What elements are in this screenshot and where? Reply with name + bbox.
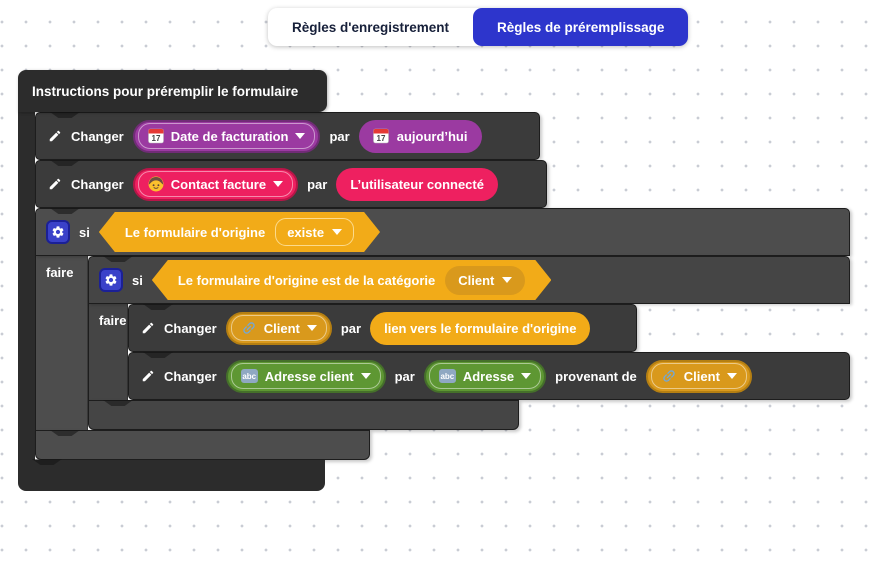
value-aujourdhui[interactable]: 17 aujourd’hui	[358, 119, 482, 153]
hat-block-spine	[18, 112, 35, 460]
if-inner-bottom	[88, 400, 519, 430]
block-if-inner[interactable]: si Le formulaire d'origine est de la cat…	[88, 256, 850, 430]
tab-bar: Règles d'enregistrement Règles de prérem…	[268, 8, 689, 46]
condition-categorie[interactable]: Le formulaire d'origine est de la catégo…	[152, 260, 552, 300]
link-icon	[241, 320, 257, 336]
condition-formulaire-existe[interactable]: Le formulaire d'origine existe	[99, 212, 380, 252]
chevron-down-icon	[273, 181, 284, 187]
dropdown-date-facturation[interactable]: 17 Date de facturation	[132, 119, 321, 153]
pencil-icon	[48, 129, 62, 143]
chevron-down-icon	[295, 133, 306, 139]
hat-block-bottom	[18, 460, 325, 491]
value-utilisateur-connecte[interactable]: L’utilisateur connecté	[336, 167, 498, 201]
pencil-icon	[141, 321, 155, 335]
dropdown-adresse[interactable]: abc Adresse	[423, 359, 547, 393]
par-label: par	[340, 320, 362, 336]
hat-block-title[interactable]: Instructions pour préremplir le formulai…	[18, 70, 327, 112]
abc-icon: abc	[438, 369, 456, 383]
svg-text:17: 17	[151, 134, 160, 143]
chevron-down-icon	[521, 373, 532, 379]
chevron-down-icon	[332, 229, 342, 235]
provenant-de-label: provenant de	[555, 368, 637, 384]
link-icon	[661, 368, 677, 384]
calendar-icon: 17	[372, 128, 389, 144]
svg-text:17: 17	[376, 134, 385, 143]
tab-regles-preremplissage[interactable]: Règles de préremplissage	[473, 8, 689, 46]
calendar-icon: 17	[147, 128, 164, 144]
chevron-down-icon	[306, 325, 317, 331]
par-label: par	[307, 176, 328, 192]
block-stack: Instructions pour préremplir le formulai…	[18, 70, 850, 491]
block-set-adresse[interactable]: Changer abc Adresse client	[128, 352, 850, 400]
dropdown-contact-facture[interactable]: Contact facture	[132, 167, 299, 201]
chevron-down-icon	[360, 373, 371, 379]
gear-icon	[46, 220, 70, 244]
dropdown-client[interactable]: Client	[225, 311, 332, 345]
tab-regles-enregistrement[interactable]: Règles d'enregistrement	[292, 19, 450, 35]
action-label: Changer	[164, 368, 217, 384]
pencil-icon	[141, 369, 155, 383]
chevron-down-icon	[726, 373, 737, 379]
gear-icon	[99, 268, 123, 292]
abc-icon: abc	[240, 369, 258, 383]
chevron-down-icon	[502, 277, 512, 283]
dropdown-categorie-client[interactable]: Client	[445, 266, 525, 295]
value-lien-formulaire-origine[interactable]: lien vers le formulaire d'origine	[370, 311, 591, 345]
par-label: par	[329, 128, 350, 144]
si-label: si	[79, 224, 90, 240]
faire-label: faire	[88, 304, 128, 400]
si-label: si	[132, 272, 143, 288]
if-outer-bottom	[35, 430, 370, 460]
dropdown-client-source[interactable]: Client	[645, 359, 752, 393]
action-label: Changer	[71, 128, 124, 144]
action-label: Changer	[164, 320, 217, 336]
par-label: par	[394, 368, 415, 384]
dropdown-adresse-client[interactable]: abc Adresse client	[225, 359, 386, 393]
person-icon	[148, 176, 164, 192]
action-label: Changer	[71, 176, 124, 192]
block-set-date[interactable]: Changer 17 Date de facturation par 17	[35, 112, 540, 160]
dropdown-existe[interactable]: existe	[275, 218, 354, 246]
block-if-outer[interactable]: si Le formulaire d'origine existe faire	[35, 208, 850, 460]
block-set-client[interactable]: Changer Client	[128, 304, 637, 352]
faire-label: faire	[35, 256, 88, 430]
block-set-contact[interactable]: Changer Contact facture par L’utilisateu…	[35, 160, 547, 208]
pencil-icon	[48, 177, 62, 191]
